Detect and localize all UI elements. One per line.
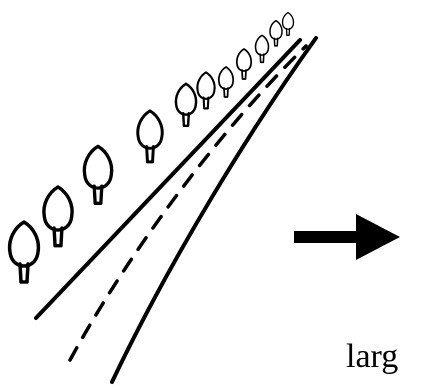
right-arrow-icon [294, 214, 400, 260]
roadside-tree-icon [174, 82, 198, 128]
roadside-tree-icon [196, 71, 216, 110]
roadside-tree-icon [269, 19, 283, 47]
roadside-tree-icon [217, 66, 235, 98]
roadside-tree-icon [7, 220, 41, 284]
roadside-tree-icon [82, 144, 114, 205]
caption-text: larg [346, 338, 399, 375]
roadside-tree-icon [254, 34, 270, 64]
road-right-edge [110, 36, 318, 384]
roadside-tree-icon [281, 11, 295, 36]
roadside-tree-row [7, 11, 295, 284]
road-left-edge [34, 38, 302, 320]
roadside-tree-icon [136, 109, 164, 164]
roadside-tree-icon [235, 48, 253, 80]
road-center-dashed-line [68, 44, 308, 362]
roadside-tree-icon [42, 185, 74, 248]
